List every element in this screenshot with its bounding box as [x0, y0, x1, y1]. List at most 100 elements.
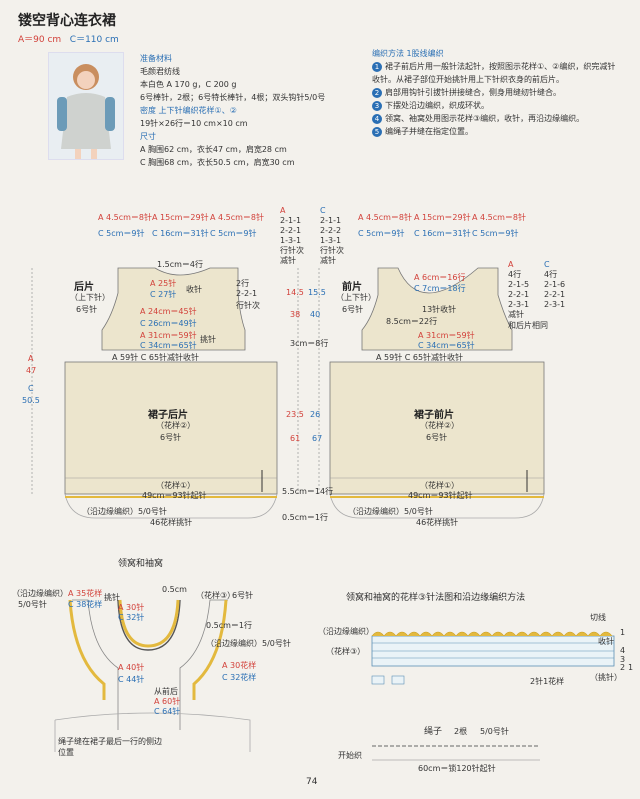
- center-a2: 38: [290, 310, 301, 319]
- front-top-right-a: A 4.5cm＝8针: [472, 213, 527, 222]
- gauge-heading: 密度 上下针编织花样①、②: [140, 106, 237, 115]
- back-skirt-shape: [64, 361, 278, 495]
- step-number: 4: [372, 114, 382, 124]
- center-a3: 23.5: [286, 410, 304, 419]
- chart-pick: （挑针）: [590, 673, 622, 682]
- back-bind-off: 收针: [186, 285, 202, 294]
- back-r2-a: A 31cm＝59针: [140, 331, 197, 340]
- front-edge-trim: [329, 493, 545, 519]
- center-c3: 26: [310, 410, 321, 419]
- page-title: 镂空背心连衣裙: [18, 13, 116, 29]
- back-top-mid-c: C 16cm＝31针: [152, 229, 209, 238]
- left-c-value: 50.5: [22, 396, 40, 405]
- chart-heading: 领窝和袖窝的花样③针法图和沿边缘编织方法: [346, 593, 526, 603]
- front-pattern1: （花样①）: [420, 481, 460, 490]
- back-row-c: C 26cm＝49针: [140, 319, 197, 328]
- neckarm-r1: 0.5cm＝1行: [206, 621, 253, 630]
- chart-row-2: 2: [620, 663, 626, 672]
- center-c1: 15.5: [308, 288, 326, 297]
- center-a1: 14.5: [286, 288, 304, 297]
- back-row-a: A 24cm＝45针: [140, 307, 197, 316]
- step-number: 5: [372, 127, 382, 137]
- chart-edge-label: （沿边缘编织）: [318, 627, 374, 636]
- back-bind-a: A 25针: [150, 279, 177, 288]
- neckarm-a60: A 60针: [154, 697, 181, 706]
- cord-qty: 2根: [454, 727, 468, 736]
- back-top-right-c: C 5cm＝9针: [210, 229, 257, 238]
- neckarm-c32: C 32针: [118, 613, 145, 622]
- center-band: 5.5cm＝14行: [282, 487, 334, 496]
- back-edge: （沿边缘编织）5/0号针: [82, 507, 167, 516]
- step-number: 2: [372, 88, 382, 98]
- step-text: 裙子前后片用一般针法起针，按照图示花样①、②编织，织完减针收针。从裙子部位开始挑…: [372, 62, 616, 84]
- neckarm-heading: 领窝和袖窝: [118, 559, 164, 569]
- chart-row-1: 1: [620, 628, 626, 637]
- neckarm-c32b: C 32花样: [222, 673, 257, 682]
- front-name: 前片: [342, 282, 362, 293]
- step-text: 下摆处沿边编织，织成环状。: [385, 101, 489, 110]
- chart-row-4: 4: [620, 646, 626, 655]
- back-cast-on: 49cm＝93针起针: [142, 491, 207, 500]
- chart-repeat: 2针1花样: [530, 677, 565, 686]
- back-bind-c: C 27针: [150, 290, 177, 299]
- child-illustration: [57, 64, 115, 159]
- front-neck-a: A 6cm＝16行: [414, 273, 466, 282]
- neckarm-a30b: A 30花样: [222, 661, 257, 670]
- step-text: 肩部用钩针引拔针拼接缝合，侧身用缝纫针缝合。: [385, 88, 561, 97]
- neckarm-edge: （沿边缘编织）: [12, 589, 68, 598]
- back-dec: 2行: [236, 279, 250, 288]
- step-text: 领窝、袖窝处用图示花样③编织，收针，再沿边缘编织。: [385, 114, 585, 123]
- size-a: A＝90 cm: [18, 35, 62, 45]
- gauge-value: 19针×26行＝10 cm×10 cm: [140, 119, 248, 128]
- front-width: 8.5cm＝22行: [386, 317, 438, 326]
- neckarm-body-outline: [72, 599, 228, 730]
- size-a-detail: A 胸围62 cm，衣长47 cm，肩宽28 cm: [140, 145, 287, 154]
- center-armhole: 3cm＝8行: [290, 339, 329, 348]
- front-top-right-c: C 5cm＝9针: [472, 229, 519, 238]
- size-c: C＝110 cm: [69, 35, 119, 45]
- front-skirt-head: A 59针 C 65针减针收针: [376, 353, 464, 362]
- front-skirt-needle: 6号针: [426, 433, 448, 442]
- neckarm-pick: 挑针: [104, 593, 120, 602]
- page-number: 74: [306, 777, 318, 787]
- neckarm-trim-right: [192, 599, 228, 700]
- front-r2-a: A 31cm＝59针: [418, 331, 475, 340]
- stitch-key-box: [371, 675, 385, 685]
- back-r2-c: C 34cm＝65针: [140, 341, 197, 350]
- neckarm-pat3-needle: 6号针: [232, 591, 254, 600]
- neckarm-skirt-outline: [54, 712, 251, 752]
- cord-heading: 绳子: [424, 727, 443, 737]
- method-heading: 编织方法 1股线编织: [372, 49, 444, 58]
- neckarm-edge-needle: 5/0号针: [18, 600, 47, 609]
- back-needle: 6号针: [76, 305, 98, 314]
- chart-cut: 切线: [590, 613, 606, 622]
- step-number: 3: [372, 101, 382, 111]
- left-a-value: 47: [26, 366, 37, 375]
- back-top-left-c: C 5cm＝9针: [98, 229, 145, 238]
- center-bottom: 0.5cm＝1行: [282, 513, 329, 522]
- neckarm-c64: C 64针: [154, 707, 181, 716]
- cord-hook: 5/0号针: [480, 727, 509, 736]
- front-top-mid-c: C 16cm＝31针: [414, 229, 471, 238]
- materials-heading: 准备材料: [140, 54, 172, 63]
- back-pick: 挑针: [200, 335, 216, 344]
- chart-row-3: 3: [620, 655, 626, 664]
- front-top-left-a: A 4.5cm＝8针: [358, 213, 413, 222]
- neckarm-h05: 0.5cm: [162, 585, 187, 594]
- neckarm-cord-note: 绳子缝在裙子最后一行的侧边位置: [58, 737, 162, 757]
- back-top-right-a: A 4.5cm＝8针: [210, 213, 265, 222]
- front-hem: 46花样挑针: [416, 518, 459, 527]
- chart-pattern-label: （花样③）: [326, 647, 366, 656]
- front-mid-bind: 13针收针: [422, 305, 457, 314]
- back-bodice-shape: [101, 267, 246, 351]
- materials-needles: 6号棒针，2根；6号特长棒针，4根；双头钩针5/0号: [140, 93, 326, 102]
